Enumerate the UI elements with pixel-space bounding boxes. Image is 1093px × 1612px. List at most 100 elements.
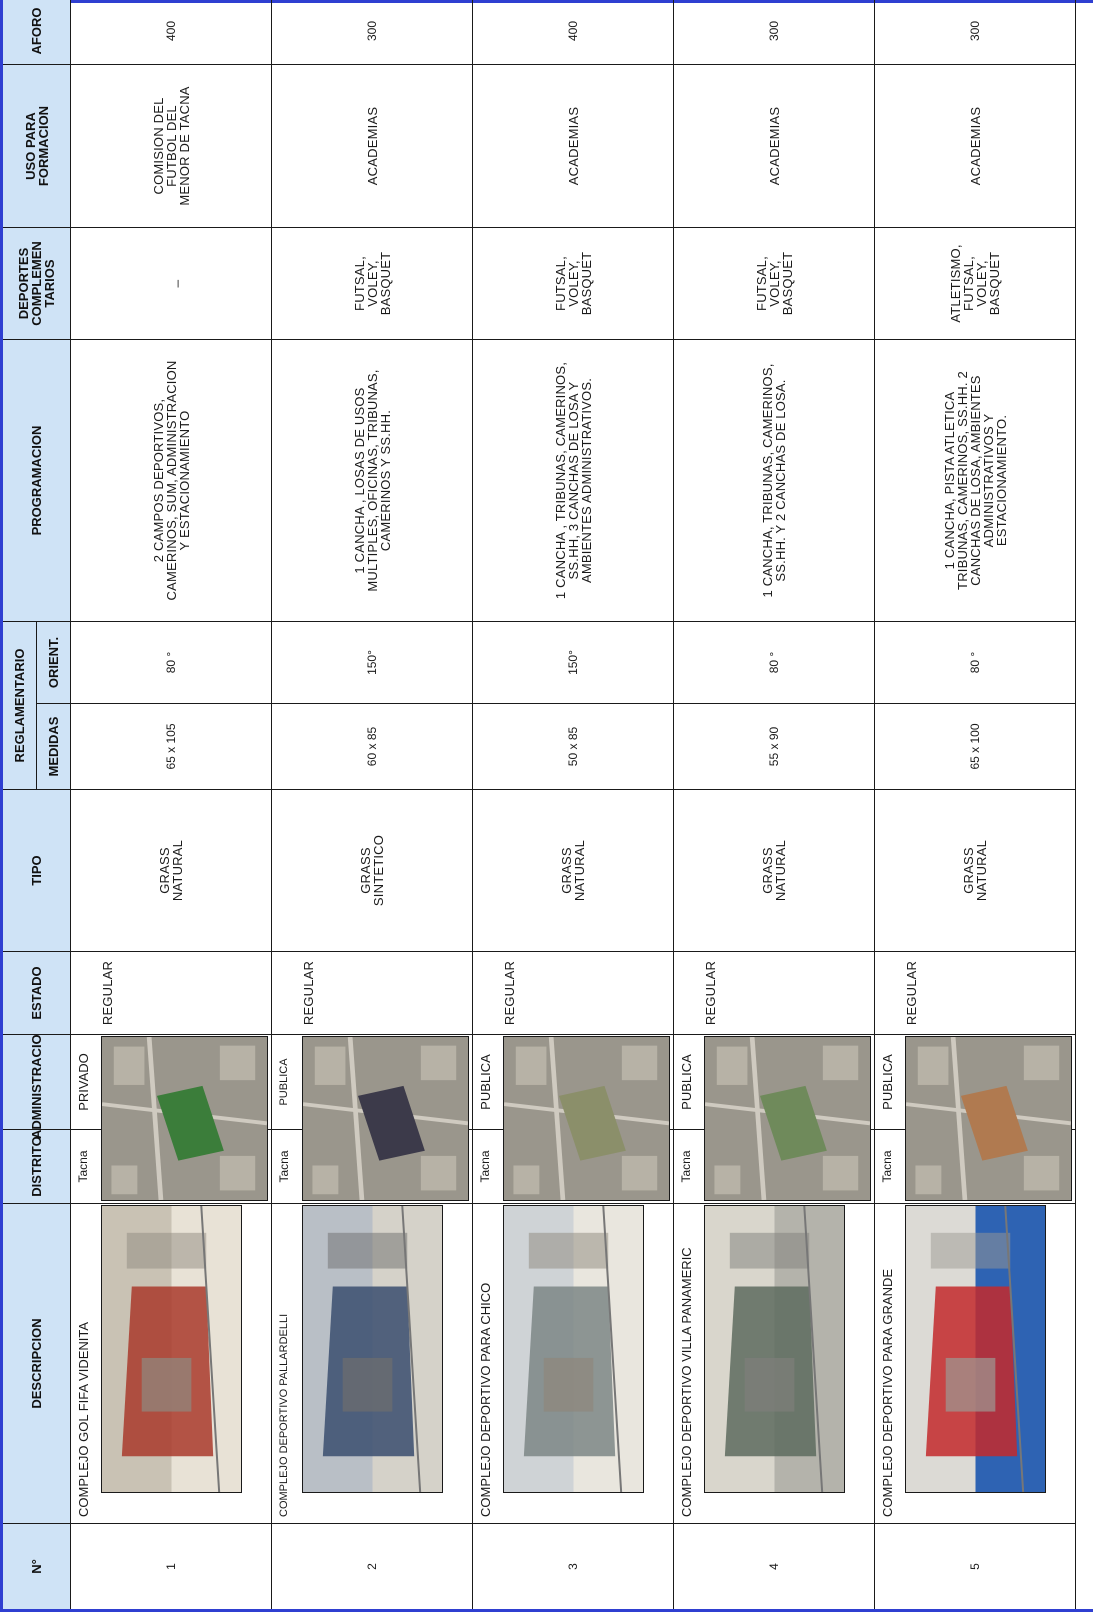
header-medidas-text: MEDIDAS (46, 716, 61, 777)
estado-value: REGULAR (100, 960, 115, 1026)
header-num-text: N° (29, 1559, 44, 1574)
row-2-uso: ACADEMIAS (272, 64, 473, 227)
administration-value: PUBLICA (278, 1058, 290, 1106)
row-2-medidas: 60 x 85 (272, 703, 473, 789)
header-orient-text: ORIENT. (46, 636, 61, 689)
aforo-value: 400 (163, 20, 178, 42)
tipo-line-2: NATURAL (773, 839, 788, 902)
deportes-line: FUTSAL, (753, 256, 769, 311)
row-4-aerial-photo (704, 1036, 871, 1201)
medidas-value: 65 x 105 (163, 723, 178, 770)
deportes-line: BASQUET (987, 251, 1002, 316)
aerial-map-image (906, 1037, 1071, 1200)
administration-value: PUBLICA (478, 1054, 493, 1110)
orient-value: 150° (565, 650, 580, 675)
row-4-deportes: FUTSAL,VOLEY,BASQUET (674, 227, 875, 339)
uso-line: FUTBOL DEL (163, 105, 179, 187)
deportes-line: BASQUET (377, 251, 393, 316)
row-3-street-photo (503, 1205, 644, 1493)
row-3-aerial-photo (503, 1036, 670, 1201)
administration-value: PUBLICA (679, 1054, 694, 1110)
row-number: 2 (364, 1563, 379, 1570)
row-3-medidas: 50 x 85 (473, 703, 674, 789)
orient-value: 80 ° (967, 651, 982, 674)
header-uso-text: USO PARA (22, 112, 38, 180)
programacion-line: 1 CANCHA , LOSAS DE USOS (351, 387, 367, 574)
deportes-line: BASQUET (578, 251, 594, 316)
aforo-value: 300 (364, 20, 379, 42)
district-value: Tacna (76, 1150, 90, 1183)
header-reglamentario: REGLAMENTARIO (3, 621, 37, 789)
header-estado: ESTADO (3, 951, 71, 1034)
row-1-estado: REGULAR (71, 951, 272, 1034)
row-5-aerial-photo (905, 1036, 1072, 1201)
uso-line: COMISION DEL (150, 97, 166, 195)
estado-value: REGULAR (703, 960, 718, 1026)
aerial-map-image (102, 1037, 267, 1200)
header-aforo: AFORO (3, 0, 71, 64)
orient-value: 80 ° (163, 651, 178, 674)
programacion-line: TRIBUNAS, CAMERINOS, SS.HH. 2 (954, 371, 970, 590)
header-administracion: ADMINISTRACION (3, 1025, 71, 1139)
administration-value: PUBLICA (880, 1054, 895, 1110)
row-1-street-photo (101, 1205, 242, 1493)
uso-line: ACADEMIAS (565, 106, 581, 186)
uso-line: ACADEMIAS (967, 106, 983, 186)
programacion-line: SS.HH, 3 CANCHAS DE LOSA Y (565, 381, 581, 580)
deportes-line: FUTSAL, (351, 256, 367, 311)
programacion-line: 1 CANCHA , TRIBUNAS, CAMERINOS, (552, 361, 568, 600)
uso-line: MENOR DE TACNA (176, 86, 192, 206)
district-value: Tacna (880, 1150, 894, 1183)
row-4-orient: 80 ° (674, 621, 875, 703)
row-5-num: 5 (875, 1523, 1076, 1609)
row-3-num: 3 (473, 1523, 674, 1609)
row-5-orient: 80 ° (875, 621, 1076, 703)
estado-value: REGULAR (904, 960, 919, 1026)
aforo-value: 300 (766, 20, 781, 42)
header-num: N° (3, 1523, 71, 1609)
facility-name: COMPLEJO DEPORTIVO PALLARDELLI (278, 1313, 290, 1517)
medidas-value: 55 x 90 (766, 726, 781, 767)
row-5-deportes: ATLETISMO,FUTSAL,VOLEY,BASQUET (875, 227, 1076, 339)
medidas-value: 65 x 100 (967, 723, 982, 770)
row-3-estado: REGULAR (473, 951, 674, 1034)
district-value: Tacna (679, 1150, 693, 1183)
uso-line: ACADEMIAS (766, 106, 782, 186)
row-4-medidas: 55 x 90 (674, 703, 875, 789)
row-number: 5 (967, 1563, 982, 1570)
facility-name: COMPLEJO DEPORTIVO VILLA PANAMERIC (679, 1247, 694, 1517)
header-estado-text: ESTADO (29, 966, 44, 1020)
street-photo-image (906, 1206, 1045, 1492)
row-number: 1 (163, 1563, 178, 1570)
tipo-line-2: NATURAL (974, 839, 989, 902)
aerial-map-image (303, 1037, 468, 1200)
estado-value: REGULAR (301, 960, 316, 1026)
row-1-programacion: 2 CAMPOS DEPORTIVOS,CAMERINOS, SUM, ADMI… (71, 339, 272, 621)
row-5-aforo: 300 (875, 0, 1076, 64)
administration-value: PRIVADO (76, 1053, 91, 1111)
header-descripcion-text: DESCRIPCION (29, 1318, 44, 1409)
aerial-map-image (504, 1037, 669, 1200)
medidas-value: 60 x 85 (364, 726, 379, 767)
row-3-aforo: 400 (473, 0, 674, 64)
tipo-line-2: NATURAL (572, 839, 587, 902)
district-value: Tacna (277, 1150, 291, 1183)
facility-name: COMPLEJO DEPORTIVO PARA CHICO (478, 1282, 493, 1517)
row-2-estado: REGULAR (272, 951, 473, 1034)
programacion-line: ESTACIONAMIENTO. (993, 414, 1009, 547)
row-1-orient: 80 ° (71, 621, 272, 703)
header-programacion-text: PROGRAMACION (29, 425, 44, 536)
medidas-value: 50 x 85 (565, 726, 580, 767)
row-2-deportes: FUTSAL,VOLEY,BASQUET (272, 227, 473, 339)
row-2-aforo: 300 (272, 0, 473, 64)
row-3-programacion: 1 CANCHA , TRIBUNAS, CAMERINOS,SS.HH, 3 … (473, 339, 674, 621)
aforo-value: 300 (967, 20, 982, 42)
